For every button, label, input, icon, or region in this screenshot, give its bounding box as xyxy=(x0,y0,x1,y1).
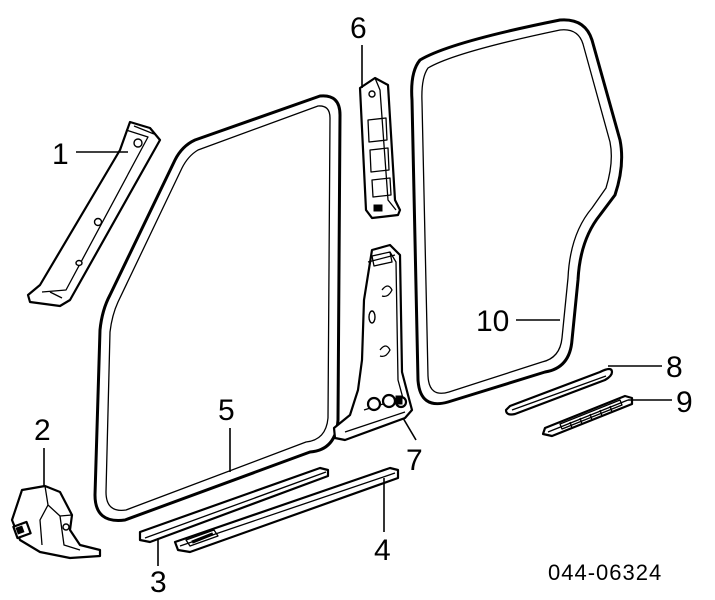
callout-numbers: 1 2 3 4 5 6 7 8 9 10 xyxy=(34,12,693,599)
callout-1: 1 xyxy=(52,138,69,171)
part-7-center-pillar-lower-garnish xyxy=(332,243,414,442)
part-4-front-door-sill-plate xyxy=(173,466,400,554)
part-5-front-door-weatherstrip xyxy=(93,94,342,522)
reference-code: 044-06324 xyxy=(548,560,662,585)
part-9-rear-door-sill-plate xyxy=(541,394,634,438)
leader-lines xyxy=(43,45,672,566)
callout-5: 5 xyxy=(218,394,235,427)
callout-7: 7 xyxy=(406,444,423,477)
callout-10: 10 xyxy=(476,305,509,338)
callout-2: 2 xyxy=(34,414,51,447)
callout-3: 3 xyxy=(150,566,167,599)
callout-9: 9 xyxy=(676,386,693,419)
part-2-cowl-side-trim xyxy=(10,484,102,560)
callout-4: 4 xyxy=(374,534,391,567)
part-1-front-pillar-garnish xyxy=(26,120,162,308)
part-10-rear-door-weatherstrip xyxy=(410,18,624,406)
leader-7 xyxy=(402,417,417,441)
part-8-rear-door-scuff-plate xyxy=(504,367,614,416)
part-3-front-door-scuff-plate xyxy=(138,466,330,544)
callout-8: 8 xyxy=(666,351,683,384)
part-6-center-pillar-upper-garnish xyxy=(358,76,402,220)
callout-6: 6 xyxy=(350,12,367,45)
